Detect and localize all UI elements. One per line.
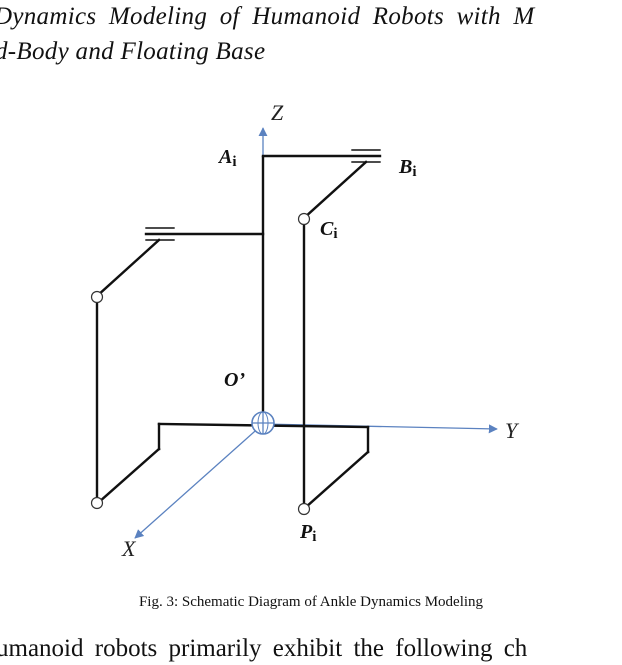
point-b-letter: B xyxy=(398,156,412,178)
joint-left-upper-circle xyxy=(90,290,104,304)
foot-right-link xyxy=(304,450,370,509)
ankle-dynamics-diagram: Z Y X Ai Bi Ci Pi O’ xyxy=(90,100,520,561)
ankle-joint-symbol xyxy=(251,411,275,435)
mechanism-structure xyxy=(95,149,382,510)
link-b-to-c xyxy=(302,160,368,220)
joint-c-circle xyxy=(297,212,311,226)
y-axis-label: Y xyxy=(505,418,520,443)
joint-p-circle xyxy=(297,502,311,516)
z-axis-label: Z xyxy=(271,100,284,125)
origin-label: O’ xyxy=(224,369,245,391)
point-b-label: Bi xyxy=(398,156,417,180)
x-axis-line xyxy=(134,423,264,539)
figure-caption: Fig. 3: Schematic Diagram of Ankle Dynam… xyxy=(138,594,484,610)
point-c-letter: C xyxy=(320,218,334,240)
link-left-upper xyxy=(95,238,161,298)
point-a-label: Ai xyxy=(217,146,237,170)
y-axis-line xyxy=(262,423,498,434)
x-axis-label: X xyxy=(121,536,137,561)
point-p-subscript: i xyxy=(312,529,316,545)
point-c-label: Ci xyxy=(320,218,338,242)
point-p-letter: P xyxy=(299,521,313,543)
point-p-label: Pi xyxy=(299,521,316,545)
joint-left-lower-circle xyxy=(90,496,104,510)
joint-markers xyxy=(90,212,311,516)
foot-left-link xyxy=(97,447,161,504)
section-heading-line-1: Dynamics Modeling of Humanoid Robots wit… xyxy=(0,3,535,30)
point-c-subscript: i xyxy=(333,226,337,242)
coordinate-axes xyxy=(134,127,498,539)
point-b-subscript: i xyxy=(412,164,416,180)
point-a-letter: A xyxy=(217,146,232,168)
section-heading-line-2: d-Body and Floating Base xyxy=(0,38,266,65)
body-text-line: umanoid robots primarily exhibit the fol… xyxy=(0,635,528,662)
point-a-subscript: i xyxy=(232,154,236,170)
